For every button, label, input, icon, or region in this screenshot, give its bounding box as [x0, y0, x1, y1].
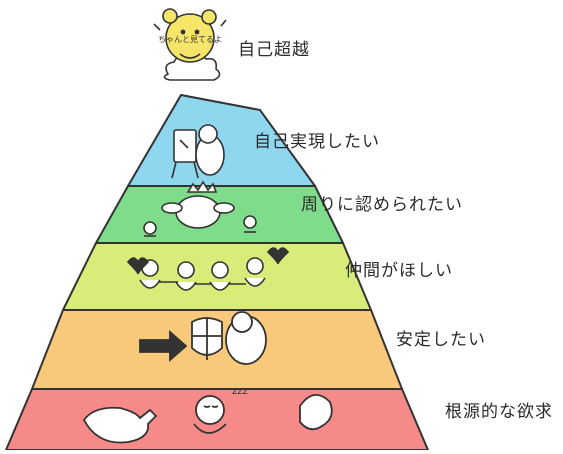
top-character-icon — [153, 8, 227, 63]
zzz-text: zzz — [232, 386, 248, 397]
label-tier-3: 仲間がほしい — [345, 261, 453, 281]
label-self-transcendence: 自己超越 — [238, 40, 310, 60]
friends-holding-hands-icon — [126, 247, 290, 291]
label-tier-4: 安定したい — [396, 330, 486, 350]
basic-needs-icons — [82, 394, 333, 444]
sleeping-face-icon — [195, 395, 225, 425]
top-cloud — [163, 53, 221, 81]
arrow-right-icon — [139, 330, 188, 362]
tier-1-fill — [127, 94, 316, 187]
label-tier-2: 周りに認められたい — [301, 195, 463, 215]
painter-character-icon — [171, 124, 225, 179]
label-tier-5: 根源的な欲求 — [445, 402, 553, 422]
meat-icon — [82, 406, 158, 444]
crowned-character-icon — [143, 180, 257, 237]
top-badge-text: ちゃんと見てるよ — [158, 35, 222, 44]
pet-icon — [299, 394, 333, 431]
security-shield-icon — [139, 311, 267, 365]
label-tier-1: 自己実現したい — [254, 132, 380, 152]
